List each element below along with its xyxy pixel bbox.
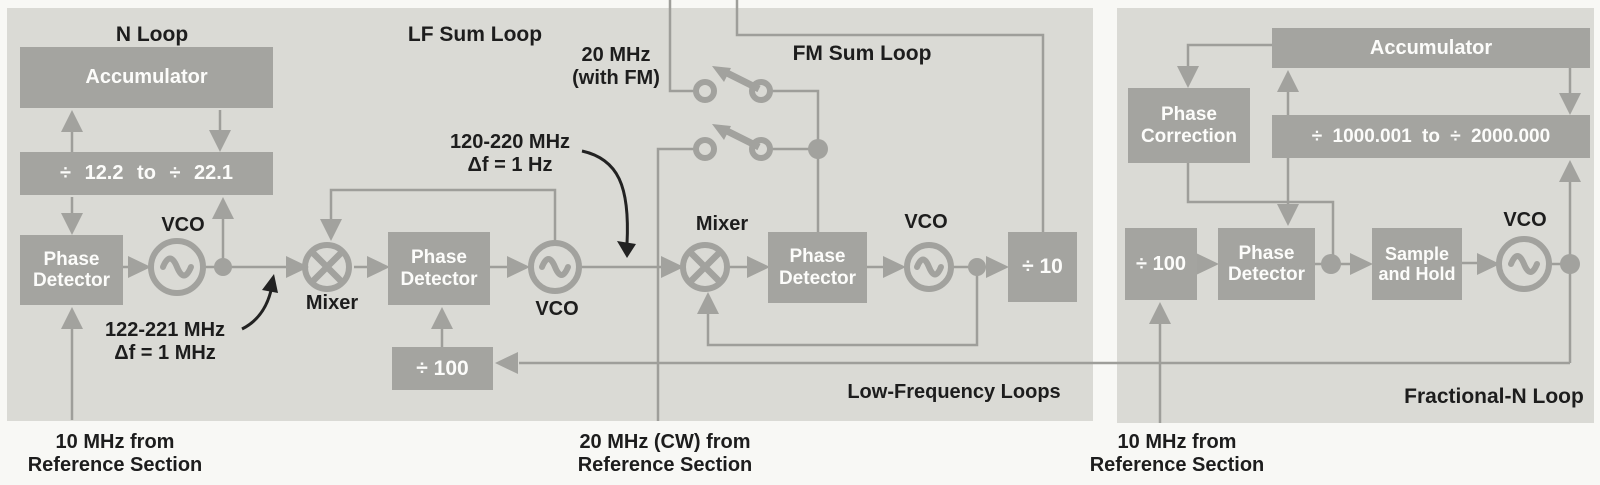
lf-sum-loop-title: LF Sum Loop <box>407 23 543 46</box>
ref20-center-label: 20 MHz (CW) from Reference Section <box>565 431 765 477</box>
lf-output-line1: 120-220 MHz <box>449 131 571 153</box>
annotation-arrow <box>241 274 278 331</box>
ref10-left-label: 10 MHz from Reference Section <box>15 431 215 477</box>
ref20-center-line2: Reference Section <box>577 454 753 477</box>
vco-icon <box>1496 236 1552 292</box>
fn-accumulator-box: Accumulator <box>1272 28 1590 68</box>
lf-output-line2: Δf = 1 Hz <box>467 154 553 177</box>
ref10-left-line2: Reference Section <box>27 454 203 477</box>
fn-divider-box: ÷ 1000.001 to ÷ 2000.000 <box>1272 115 1590 158</box>
junction-dot <box>1321 254 1341 274</box>
n-output-line2: Δf = 1 MHz <box>114 342 216 365</box>
lf-mixer-label: Mixer <box>305 292 359 314</box>
fn-div100-box: ÷ 100 <box>1125 228 1197 300</box>
n-loop-phase-detector-box: Phase Detector <box>20 235 123 305</box>
vco-icons <box>148 236 1552 296</box>
n-loop-divider-box: ÷ 12.2 to ÷ 22.1 <box>20 152 273 195</box>
fm-mixer-label: Mixer <box>695 213 749 235</box>
ref10-right-line2: Reference Section <box>1089 454 1265 477</box>
vco-icon <box>904 242 954 292</box>
n-output-line1: 122-221 MHz <box>104 319 226 341</box>
junction-dots <box>214 139 1580 276</box>
mixer-icon <box>680 242 730 292</box>
lf-phase-detector-box: Phase Detector <box>388 232 490 305</box>
junction-dot <box>214 258 232 276</box>
fm-vco-label: VCO <box>904 211 948 233</box>
lf-vco-label: VCO <box>535 298 579 320</box>
fm-input-line2: (with FM) <box>572 67 660 90</box>
fm-input-annotation: 20 MHz (with FM) <box>556 44 676 90</box>
fn-phase-correction-box: Phase Correction <box>1128 88 1250 163</box>
n-loop-accumulator-box: Accumulator <box>20 47 273 108</box>
fm-sum-loop-title: FM Sum Loop <box>792 42 932 65</box>
lf-output-annotation: 120-220 MHz Δf = 1 Hz <box>430 131 590 177</box>
switch-icon <box>693 66 773 103</box>
ref10-right-label: 10 MHz from Reference Section <box>1077 431 1277 477</box>
junction-dot <box>808 139 828 159</box>
annotation-arrow <box>581 149 636 258</box>
fractional-n-loop-label: Fractional-N Loop <box>1404 385 1584 408</box>
fn-sample-hold-box: Sample and Hold <box>1372 228 1462 300</box>
n-loop-vco-label: VCO <box>161 214 205 236</box>
ref10-left-line1: 10 MHz from <box>55 431 175 453</box>
n-loop-title: N Loop <box>115 23 189 46</box>
fm-div10-box: ÷ 10 <box>1008 232 1077 302</box>
fm-switch-icons <box>693 66 773 161</box>
vco-icon <box>528 240 582 294</box>
fm-input-line1: 20 MHz <box>581 44 651 66</box>
ref20-center-line1: 20 MHz (CW) from <box>579 431 751 453</box>
fm-phase-detector-box: Phase Detector <box>768 232 867 303</box>
fn-vco-label: VCO <box>1503 209 1547 231</box>
annotation-arrows <box>241 149 636 331</box>
junction-dot <box>1560 254 1580 274</box>
fractional-n-loop-panel <box>1117 8 1594 423</box>
n-output-annotation: 122-221 MHz Δf = 1 MHz <box>85 319 245 365</box>
vco-icon <box>148 238 206 296</box>
low-frequency-loops-label: Low-Frequency Loops <box>847 381 1061 403</box>
fn-phase-detector-box: Phase Detector <box>1218 228 1315 300</box>
ref10-right-line1: 10 MHz from <box>1117 431 1237 453</box>
junction-dot <box>968 258 986 276</box>
mixer-icon <box>302 242 352 292</box>
switch-icon <box>693 124 773 161</box>
mixer-icons <box>302 242 730 292</box>
arrowheads <box>61 66 1581 374</box>
lf-div100-box: ÷ 100 <box>392 347 493 390</box>
